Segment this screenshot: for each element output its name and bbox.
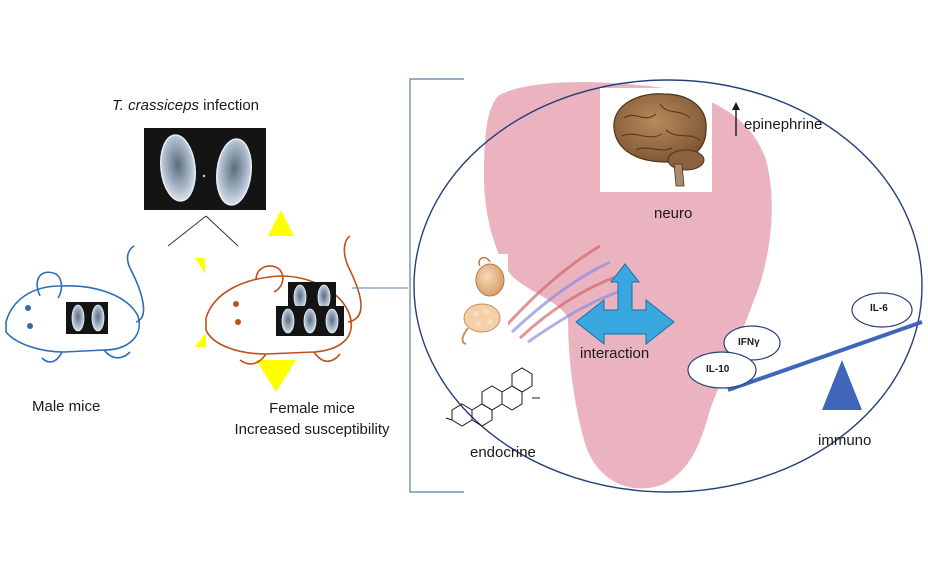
yellow-triangle-down — [256, 360, 296, 392]
il10-label: IL-10 — [706, 364, 730, 375]
bracket — [409, 78, 464, 493]
branch-lines — [167, 215, 239, 247]
gland-image — [456, 254, 508, 346]
female-mice-label: Female mice Increased susceptibility — [232, 398, 392, 440]
epinephrine-label: epinephrine — [744, 116, 823, 133]
female-mouse — [205, 235, 362, 365]
il6-label: IL-6 — [870, 303, 888, 314]
female-line-2: Increased susceptibility — [234, 421, 390, 438]
male-mouse — [5, 245, 145, 363]
interaction-label: interaction — [580, 345, 650, 362]
brain-image — [600, 88, 712, 192]
parasite-name: T. crassiceps — [112, 97, 199, 114]
balance-scale — [727, 320, 923, 410]
infection-word: infection — [198, 97, 260, 114]
steroid-structure-icon — [445, 367, 540, 427]
cyst-photo — [144, 128, 266, 210]
integration-circle — [413, 79, 923, 493]
yellow-triangle-small — [195, 333, 206, 347]
neuro-label: neuro — [654, 205, 693, 222]
yellow-triangle-up — [268, 210, 294, 236]
ifng-bubble — [723, 325, 781, 361]
endocrine-label: endocrine — [470, 444, 536, 461]
female-cyst-photo — [276, 282, 344, 336]
immuno-label: immuno — [818, 432, 872, 449]
male-mice-label: Male mice — [32, 398, 101, 415]
il6-bubble — [851, 292, 913, 328]
yellow-triangle-left — [195, 258, 205, 274]
infection-title: T. crassiceps infection — [112, 97, 259, 114]
il10-bubble — [687, 351, 757, 389]
vessels — [502, 244, 625, 344]
up-arrow-icon — [732, 102, 740, 136]
female-line-1: Female mice — [269, 400, 355, 417]
ifng-label: IFNγ — [738, 337, 760, 348]
male-cyst-photo — [66, 302, 108, 334]
interaction-arrows-icon — [575, 263, 675, 346]
